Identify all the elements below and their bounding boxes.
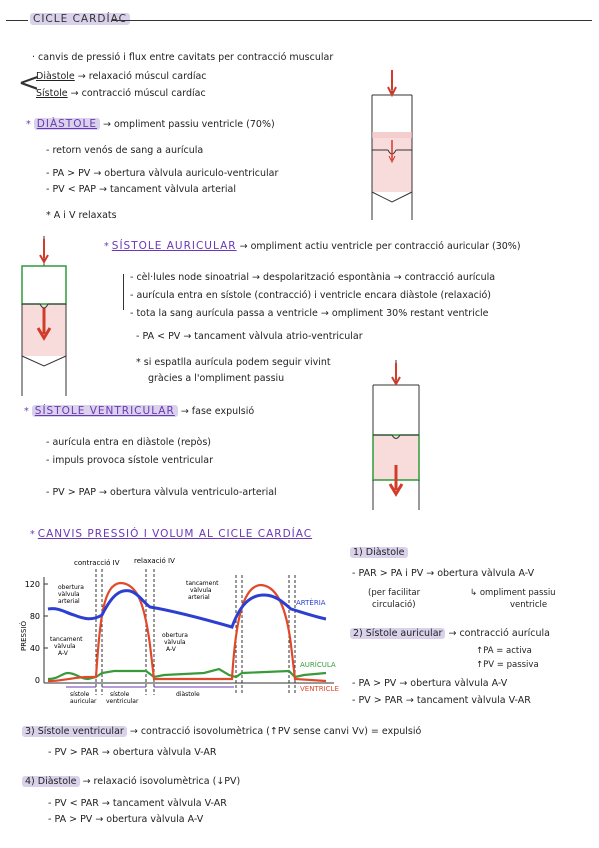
tancament-av-label: vàlvula bbox=[54, 643, 76, 650]
atrial-line-5: * si espatlla aurícula podem seguir vivi… bbox=[136, 357, 331, 368]
obertura-arterial-label: obertura bbox=[58, 584, 84, 591]
phase-2-heading: 2) Sístole auricular bbox=[350, 628, 446, 639]
pressure-volume-section: * CANVIS PRESSIÓ I VOLUM AL CICLE CARDÍA… bbox=[30, 528, 312, 540]
phase-3-line-1: - PV > PAR → obertura vàlvula V-AR bbox=[48, 747, 217, 758]
tick-label: 80 bbox=[30, 612, 40, 621]
sistole-auricular-label: auricular bbox=[70, 698, 97, 705]
atrial-line-4: - PA < PV → tancament vàlvula atrio-vent… bbox=[136, 331, 363, 342]
page-title: CICLE CARDÍAC bbox=[30, 13, 130, 25]
phase-1-note-2: circulació) bbox=[372, 600, 416, 610]
title-rule-right bbox=[112, 20, 592, 21]
phase-3-heading: 3) Sístole ventricular bbox=[22, 726, 127, 737]
intro-sistole-def: → contracció múscul cardíac bbox=[70, 88, 206, 99]
obertura-arterial-label: vàlvula bbox=[58, 591, 80, 598]
phase-3-row: 3) Sístole ventricular → contracció isov… bbox=[22, 726, 421, 737]
arteria-label: ARTÈRIA bbox=[296, 598, 326, 607]
phase-3-desc: → contracció isovolumètrica (↑PV sense c… bbox=[129, 726, 422, 737]
tick-label: 120 bbox=[25, 580, 40, 589]
phase-2-line-1: - PA > PV → obertura vàlvula A-V bbox=[352, 678, 508, 689]
heart-diagram-diastole bbox=[371, 70, 413, 220]
intro-diastole-def: → relaxació múscul cardíac bbox=[77, 71, 207, 82]
phase-2-passive: ↑PV = passiva bbox=[476, 660, 539, 670]
heart-diagram-ventricular-systole bbox=[372, 360, 420, 510]
diastole-section: * DIÀSTOLE → ompliment passiu ventricle … bbox=[26, 118, 275, 130]
atrial-line-3: - tota la sang aurícula passa a ventricl… bbox=[130, 308, 489, 319]
diastole-desc: → ompliment passiu ventricle (70%) bbox=[103, 119, 275, 130]
ventricular-systole-desc: → fase expulsió bbox=[180, 406, 255, 417]
pressure-graph: PRESSIÓ 120 80 40 0 ARTÈRIA AURÍCULA VEN… bbox=[19, 557, 339, 705]
tancament-av-label: A-V bbox=[58, 650, 69, 657]
tick-label: 40 bbox=[30, 644, 40, 653]
phase-4-line-1: - PV < PAR → tancament vàlvula V-AR bbox=[48, 798, 227, 809]
ventricular-systole-heading: SÍSTOLE VENTRICULAR bbox=[31, 405, 178, 417]
diastole-line-3: - PV < PAP → tancament vàlvula arterial bbox=[46, 184, 237, 195]
sistole-ventricular-label: ventricular bbox=[106, 698, 139, 705]
atrial-line-1: - cèl·lules node sinoatrial → despolarit… bbox=[130, 272, 496, 283]
atrial-line-2: - aurícula entra en sístole (contracció)… bbox=[130, 290, 492, 301]
diastole-line-1: - retorn venós de sang a aurícula bbox=[46, 145, 204, 156]
phase-2-desc: → contracció aurícula bbox=[448, 628, 550, 639]
phase-2-line-2: - PV > PAR → tancament vàlvula V-AR bbox=[352, 695, 531, 706]
intro-sistole-term: Sístole bbox=[36, 88, 68, 99]
atrial-systole-heading: SÍSTOLE AURICULAR bbox=[111, 240, 237, 252]
diastole-label: diàstole bbox=[176, 691, 200, 698]
tick-label: 0 bbox=[35, 676, 40, 685]
phase-1-result-1: ↳ ompliment passiu bbox=[470, 588, 556, 598]
auricula-label: AURÍCULA bbox=[300, 660, 336, 669]
intro-sistole-row: Sístole → contracció múscul cardíac bbox=[36, 88, 206, 99]
phase-1-note-1: (per facilitar bbox=[368, 588, 421, 598]
intro-diastole-term: Diàstole bbox=[36, 71, 75, 82]
tancament-arterial-label: tancament bbox=[186, 580, 219, 587]
sistole-auricular-label: sístole bbox=[70, 691, 90, 698]
diastole-line-2: - PA > PV → obertura vàlvula auriculo-ve… bbox=[46, 168, 279, 179]
ventricular-line-2: - impuls provoca sístole ventricular bbox=[46, 455, 213, 466]
obertura-av-label: obertura bbox=[162, 632, 188, 639]
contraccio-label: contracció IV bbox=[74, 559, 120, 567]
ventricular-line-3: - PV > PAP → obertura vàlvula ventriculo… bbox=[46, 487, 277, 498]
phase-1-line-1: - PAR > PA i PV → obertura vàlvula A-V bbox=[352, 568, 535, 579]
phase-2-row: 2) Sístole auricular → contracció aurícu… bbox=[350, 628, 550, 639]
atrial-systole-section: * SÍSTOLE AURICULAR → ompliment actiu ve… bbox=[104, 240, 521, 252]
ventricular-line-1: - aurícula entra en diàstole (repòs) bbox=[46, 437, 212, 448]
star-icon: * bbox=[104, 241, 109, 252]
atrial-systole-desc: → ompliment actiu ventricle per contracc… bbox=[239, 241, 521, 252]
phase-4-desc: → relaxació isovolumètrica (↓PV) bbox=[82, 776, 241, 787]
phase-1-result-2: ventricle bbox=[510, 600, 548, 610]
ventricular-systole-section: * SÍSTOLE VENTRICULAR → fase expulsió bbox=[24, 405, 254, 417]
atrial-line-6: gràcies a l'ompliment passiu bbox=[148, 373, 285, 384]
pressure-axis-label: PRESSIÓ bbox=[19, 621, 28, 651]
obertura-arterial-label: arterial bbox=[58, 598, 80, 605]
diastole-line-4: * A i V relaxats bbox=[46, 210, 117, 221]
diastole-heading: DIÀSTOLE bbox=[33, 118, 100, 130]
tancament-av-label: tancament bbox=[50, 636, 83, 643]
relaxacio-label: relaxació IV bbox=[134, 557, 175, 565]
atrial-arrow bbox=[123, 274, 124, 310]
title-rule-left bbox=[6, 20, 28, 21]
intro-diastole-row: Diàstole → relaxació múscul cardíac bbox=[36, 71, 207, 82]
tancament-arterial-label: arterial bbox=[188, 594, 210, 601]
pressure-volume-heading: CANVIS PRESSIÓ I VOLUM AL CICLE CARDÍAC bbox=[37, 528, 313, 540]
phase-2-active: ↑PA = activa bbox=[476, 646, 532, 656]
intro-line: · canvis de pressió i flux entre cavitat… bbox=[32, 52, 334, 63]
phase-4-heading: 4) Diàstole bbox=[22, 776, 80, 787]
ventricle-label: VENTRICLE bbox=[300, 685, 339, 693]
star-icon: * bbox=[24, 406, 29, 417]
heart-diagram-atrial-systole bbox=[21, 236, 67, 396]
phase-4-line-2: - PA > PV → obertura vàlvula A-V bbox=[48, 814, 204, 825]
intro-brace: < bbox=[18, 68, 40, 98]
phase-4-row: 4) Diàstole → relaxació isovolumètrica (… bbox=[22, 776, 240, 787]
obertura-av-label: A-V bbox=[166, 646, 177, 653]
tancament-arterial-label: vàlvula bbox=[190, 587, 212, 594]
star-icon: * bbox=[30, 529, 35, 540]
phase-1-heading: 1) Diàstole bbox=[350, 547, 408, 558]
star-icon: * bbox=[26, 119, 31, 130]
obertura-av-label: vàlvula bbox=[164, 639, 186, 646]
sistole-ventricular-label: sístole bbox=[110, 691, 130, 698]
